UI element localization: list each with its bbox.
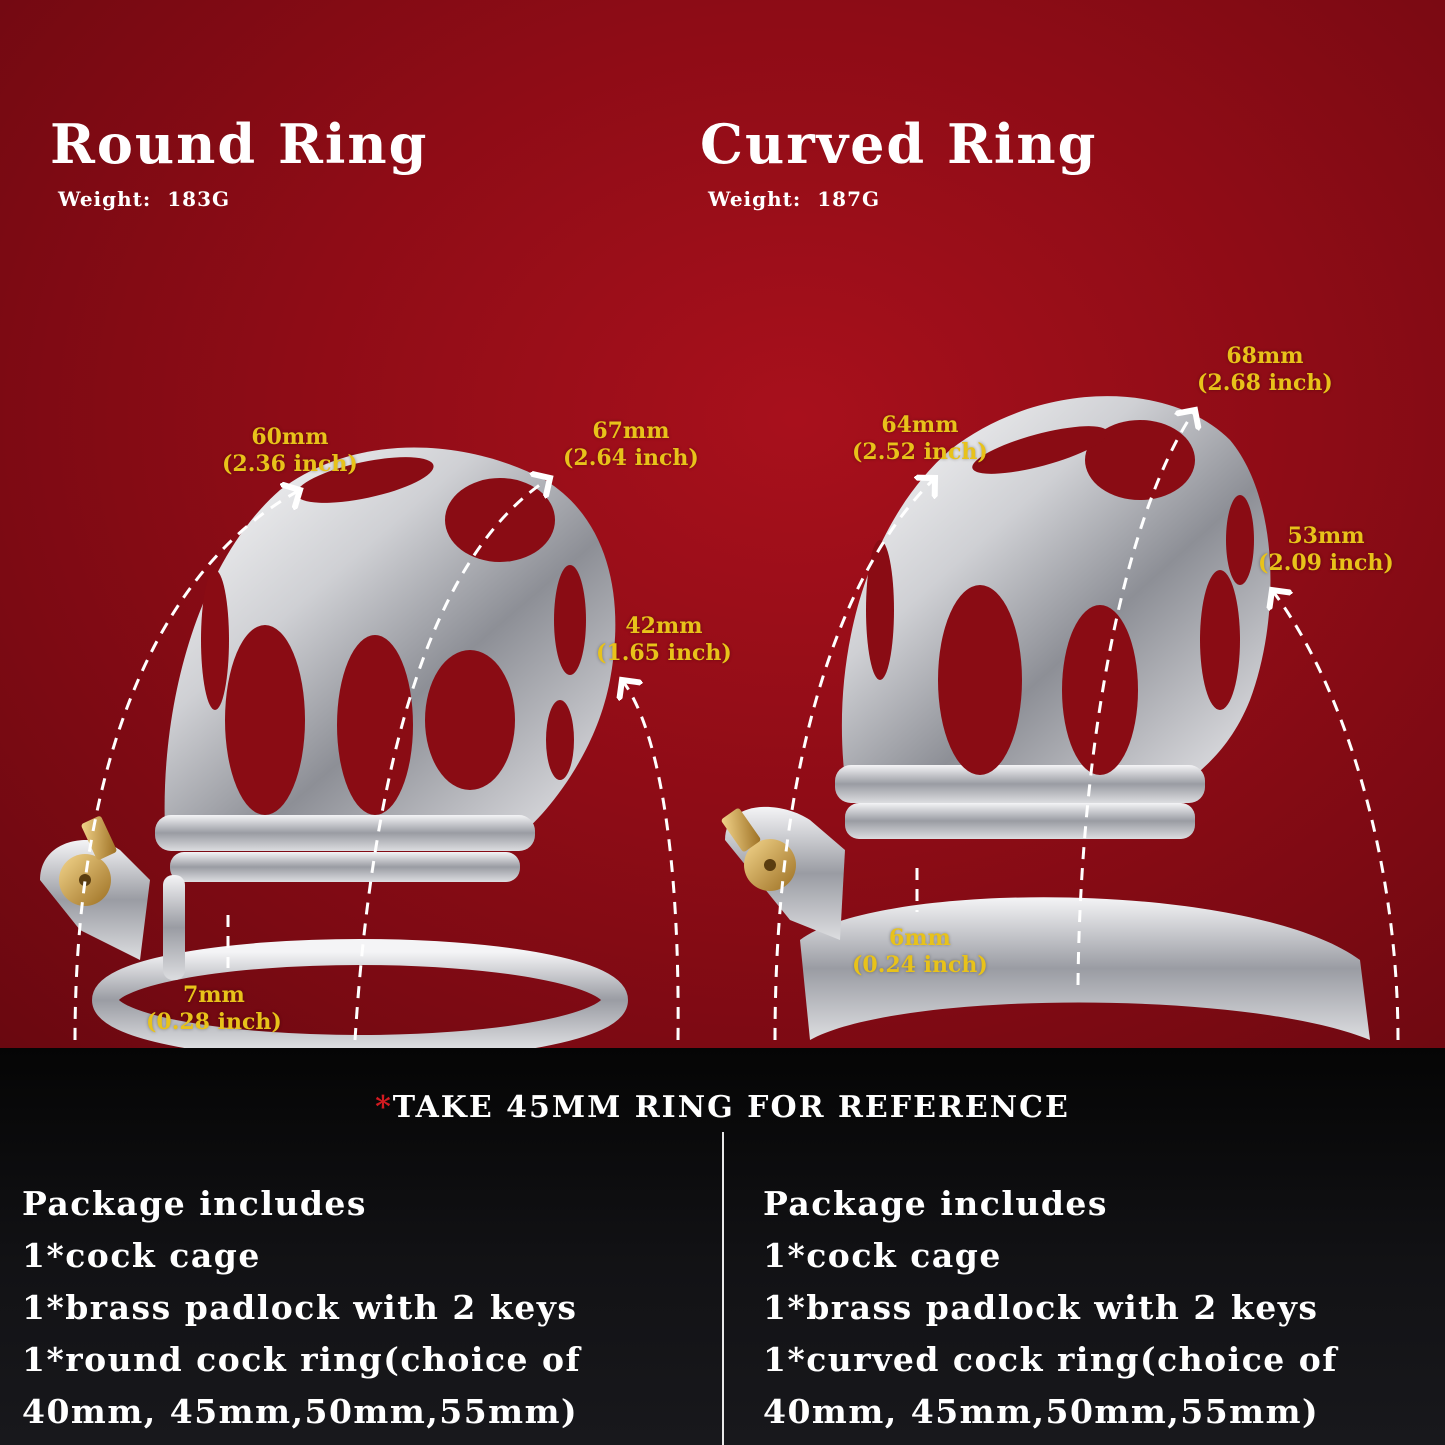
- round-cage-band: [155, 815, 535, 851]
- package-item: 1*cock cage: [22, 1236, 261, 1275]
- package-heading: Package includes: [22, 1184, 368, 1223]
- measurement-mm: 53mm: [1287, 523, 1365, 549]
- weight-label: Weight:: [58, 187, 152, 211]
- round-ring-cage: [40, 447, 628, 1048]
- measurement-mm: 6mm: [888, 925, 951, 951]
- measurement-label: 68mm (2.68 inch): [1197, 343, 1333, 397]
- measurement-mm: 68mm: [1226, 343, 1304, 369]
- measurement-label: 60mm (2.36 inch): [222, 424, 358, 478]
- package-item: 1*brass padlock with 2 keys: [763, 1288, 1319, 1327]
- measurement-inch: (2.68 inch): [1197, 370, 1333, 396]
- round-ring-title: Round Ring: [50, 112, 429, 176]
- weight-label: Weight:: [708, 187, 802, 211]
- package-item: 1*cock cage: [763, 1236, 1002, 1275]
- package-item: 1*curved cock ring(choice of 40mm, 45mm,…: [763, 1340, 1338, 1431]
- round-base-ring: [92, 939, 628, 1048]
- measurement-label: 42mm (1.65 inch): [596, 613, 732, 667]
- reference-text: TAKE 45MM RING FOR REFERENCE: [392, 1090, 1070, 1125]
- measurement-label: 67mm (2.64 inch): [563, 418, 699, 472]
- measurement-inch: (2.36 inch): [222, 451, 358, 477]
- column-divider: [722, 1132, 724, 1445]
- product-illustration: [40, 396, 1400, 1048]
- package-item: 1*brass padlock with 2 keys: [22, 1288, 578, 1327]
- round-cage-band-lower: [170, 852, 520, 882]
- measurement-inch: (1.65 inch): [596, 640, 732, 666]
- measurement-mm: 7mm: [182, 982, 245, 1008]
- measurement-label: 6mm (0.24 inch): [852, 925, 988, 979]
- curved-base-ring: [800, 897, 1370, 1040]
- curved-ring-weight: Weight: 187G: [708, 187, 880, 211]
- measurement-mm: 67mm: [592, 418, 670, 444]
- measurement-inch: (0.28 inch): [146, 1009, 282, 1035]
- product-scene: Round Ring Weight: 183G Curved Ring Weig…: [0, 0, 1445, 1048]
- measurement-label: 64mm (2.52 inch): [852, 412, 988, 466]
- measurement-label: 53mm (2.09 inch): [1258, 523, 1394, 577]
- package-item: 1*round cock ring(choice of 40mm, 45mm,5…: [22, 1340, 582, 1431]
- weight-value: 187G: [817, 187, 881, 211]
- curved-cage-band: [835, 765, 1205, 803]
- curved-cage-band-lower: [845, 803, 1195, 839]
- measurement-inch: (0.24 inch): [852, 952, 988, 978]
- package-info-panel: *TAKE 45MM RING FOR REFERENCE Package in…: [0, 1048, 1445, 1445]
- measurement-inch: (2.09 inch): [1258, 550, 1394, 576]
- measurement-mm: 64mm: [881, 412, 959, 438]
- round-ring-weight: Weight: 183G: [58, 187, 230, 211]
- curved-package-list: Package includes 1*cock cage 1*brass pad…: [763, 1178, 1445, 1438]
- curved-ring-cage: [721, 396, 1370, 1040]
- round-package-list: Package includes 1*cock cage 1*brass pad…: [22, 1178, 712, 1438]
- weight-value: 183G: [167, 187, 231, 211]
- package-heading: Package includes: [763, 1184, 1109, 1223]
- measurement-inch: (2.52 inch): [852, 439, 988, 465]
- reference-note: *TAKE 45MM RING FOR REFERENCE: [0, 1090, 1445, 1125]
- measurement-mm: 42mm: [625, 613, 703, 639]
- asterisk: *: [375, 1090, 393, 1125]
- measurement-inch: (2.64 inch): [563, 445, 699, 471]
- dimension-arrows: [73, 410, 1400, 1041]
- curved-ring-title: Curved Ring: [700, 112, 1098, 176]
- measurement-mm: 60mm: [251, 424, 329, 450]
- measurement-label: 7mm (0.28 inch): [146, 982, 282, 1036]
